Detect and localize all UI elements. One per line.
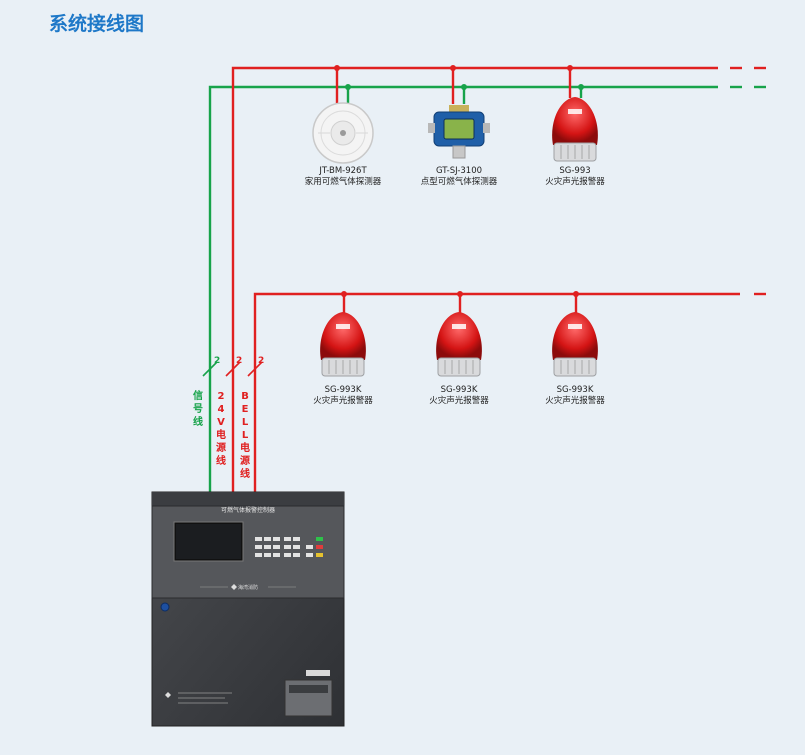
controller-title: 可燃气体报警控制器 xyxy=(220,507,275,514)
home-gas-detector-icon xyxy=(312,102,374,164)
device-model: SG-993K xyxy=(556,385,594,395)
device-model: GT-SJ-3100 xyxy=(435,166,483,176)
page-title: 系统接线图 xyxy=(49,13,145,35)
controller-cabinet xyxy=(151,491,345,727)
device-label-jt-bm-926t: JT-BM-926T 家用可燃气体探测器 xyxy=(273,166,413,188)
device-model: SG-993K xyxy=(440,385,478,395)
device-desc: 火灾声光报警器 xyxy=(313,396,373,406)
sound-light-alarm-icon xyxy=(436,312,482,377)
junction-dots xyxy=(334,65,584,297)
signal-wire-count: 2 xyxy=(214,356,221,366)
controller-brand: 海湾消防 xyxy=(238,585,259,591)
sound-light-alarm-icon xyxy=(552,97,598,162)
sound-light-alarm-icon xyxy=(552,312,598,377)
device-desc: 火灾声光报警器 xyxy=(545,396,605,406)
device-desc: 家用可燃气体探测器 xyxy=(304,177,382,187)
point-gas-detector-icon xyxy=(428,105,490,159)
device-desc: 火灾声光报警器 xyxy=(545,177,605,187)
device-label-gt-sj-3100: GT-SJ-3100 点型可燃气体探测器 xyxy=(389,166,529,188)
device-label-sg-993: SG-993 火灾声光报警器 xyxy=(505,166,645,188)
device-model: SG-993 xyxy=(559,166,591,176)
device-model: JT-BM-926T xyxy=(319,166,367,176)
device-label-sg-993k-2: SG-993K 火灾声光报警器 xyxy=(389,385,529,407)
device-label-sg-993k-3: SG-993K 火灾声光报警器 xyxy=(505,385,645,407)
sound-light-alarm-icon xyxy=(320,312,366,377)
signal-wire xyxy=(208,85,766,492)
device-desc: 火灾声光报警器 xyxy=(429,396,489,406)
power-24v-wire xyxy=(231,66,766,492)
power-24v-wire-count: 2 xyxy=(236,356,243,366)
signal-wire-label: 信号线 xyxy=(193,391,203,428)
wire-count-marks xyxy=(202,361,263,377)
device-model: SG-993K xyxy=(324,385,362,395)
device-desc: 点型可燃气体探测器 xyxy=(420,177,498,187)
device-label-sg-993k-1: SG-993K 火灾声光报警器 xyxy=(273,385,413,407)
bell-wire-count: 2 xyxy=(258,356,265,366)
